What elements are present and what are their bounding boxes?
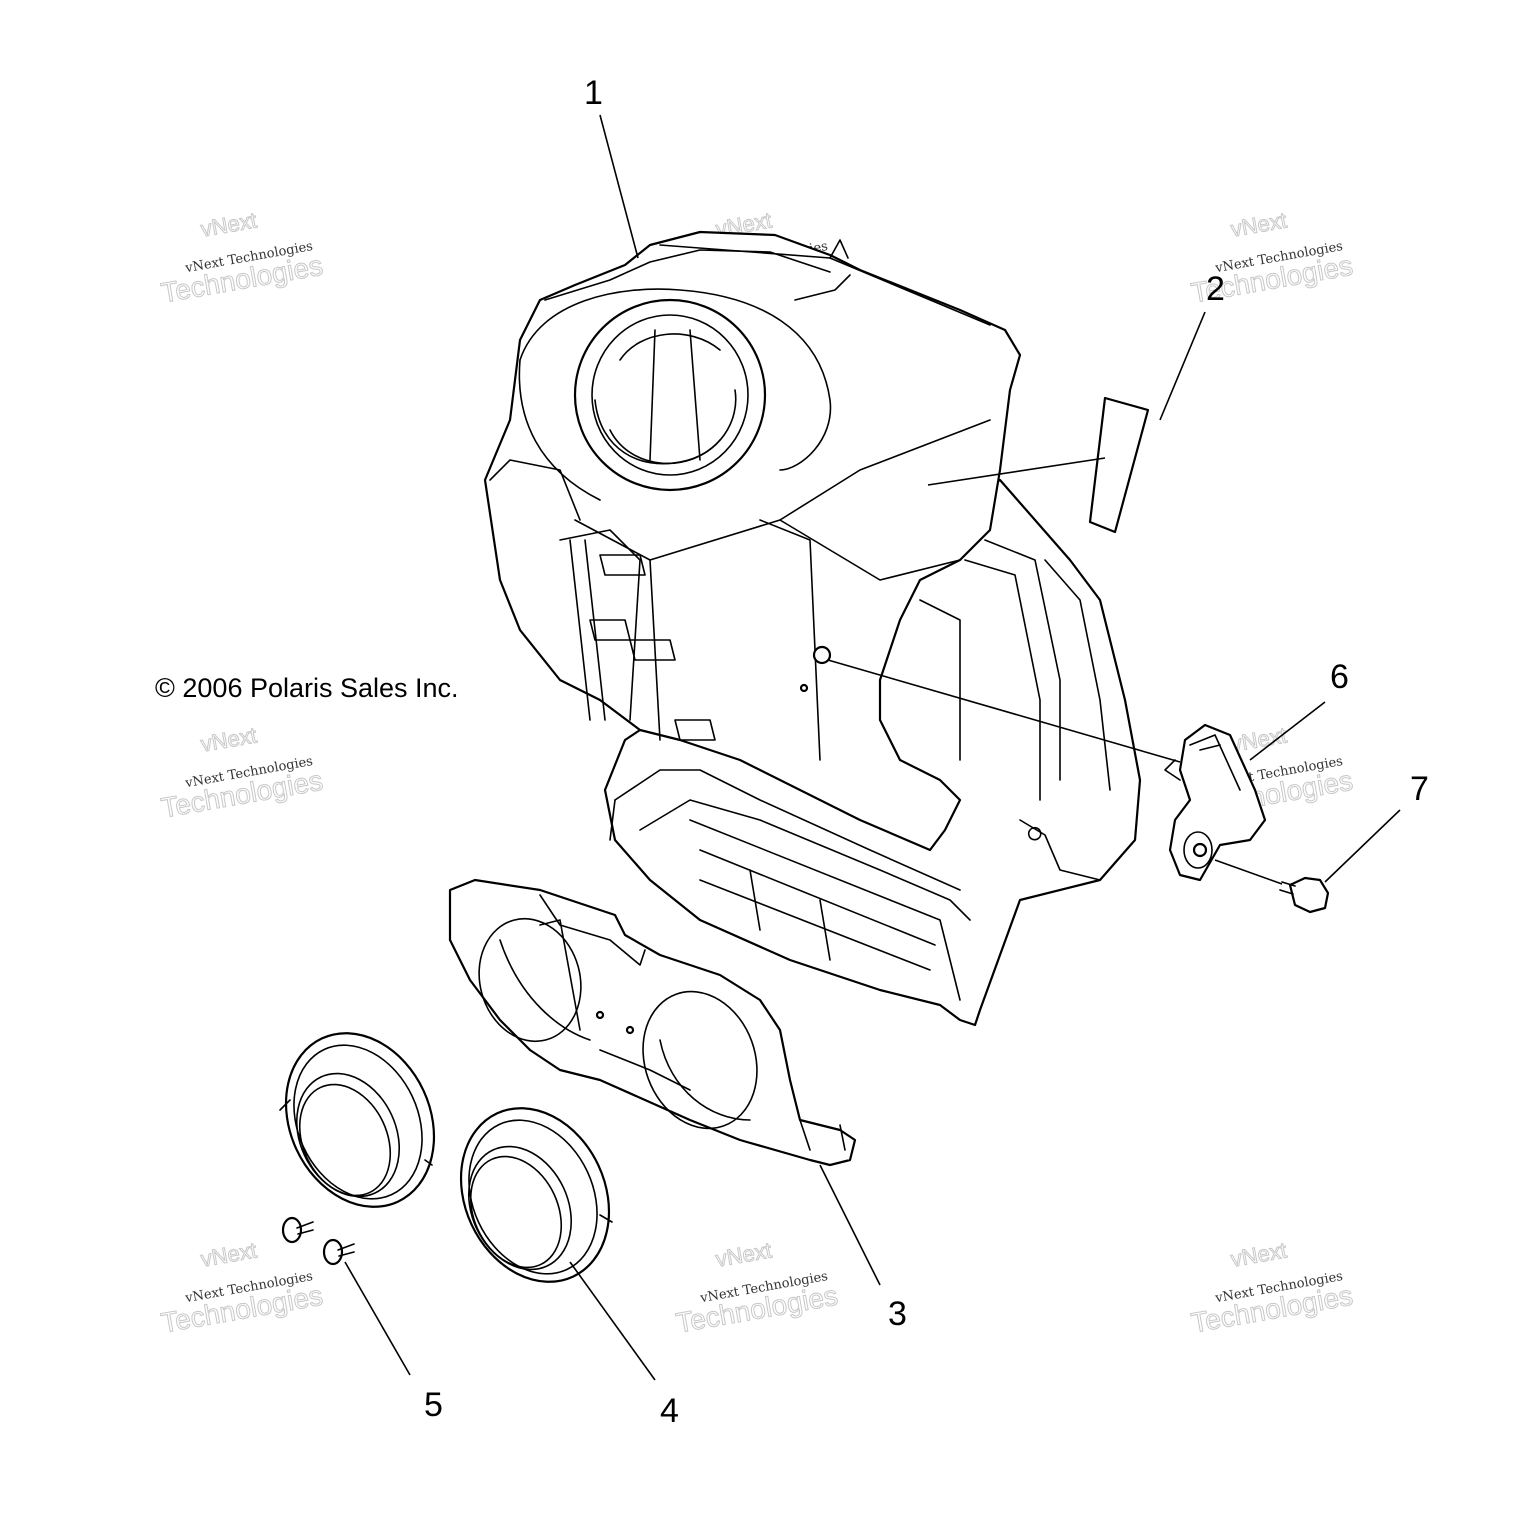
callout-1: 1: [584, 74, 603, 112]
leader-4: [569, 1261, 656, 1381]
callout-3: 3: [888, 1295, 907, 1333]
svg-text:vNext: vNext: [1229, 207, 1289, 241]
leader-6b: [827, 659, 1181, 763]
callout-7: 7: [1410, 770, 1429, 808]
leader-2b: [927, 457, 1106, 486]
leader-7b: [1214, 859, 1283, 885]
svg-text:vNext: vNext: [1229, 1237, 1289, 1271]
copyright-text: © 2006 Polaris Sales Inc.: [155, 673, 459, 703]
callout-2: 2: [1206, 270, 1225, 308]
push-rivet: [281, 1216, 314, 1244]
leader-3: [819, 1164, 881, 1286]
airbox: [483, 230, 1142, 1027]
watermark: vNext vNext Technologies Technologies: [158, 207, 325, 309]
callout-5: 5: [424, 1386, 443, 1424]
leader-2: [1159, 311, 1206, 421]
callout-labels: 1 2 3 4 5 6 7: [424, 74, 1429, 1430]
airbox-cover-plate: [448, 878, 857, 1167]
watermark: vNext vNext Technologies Technologies: [673, 1237, 840, 1339]
leader-5: [344, 1261, 411, 1376]
push-rivet: [322, 1238, 355, 1266]
leader-6: [1249, 701, 1326, 761]
screw: [1279, 876, 1330, 914]
leader-7: [1324, 809, 1401, 883]
svg-text:vNext: vNext: [199, 207, 259, 241]
svg-text:vNext: vNext: [199, 722, 259, 756]
sensor: [1164, 723, 1267, 882]
callout-4: 4: [660, 1392, 679, 1430]
intake-boot: [459, 1107, 613, 1283]
watermark: vNext vNext Technologies Technologies: [158, 1237, 325, 1339]
watermark: vNext vNext Technologies Technologies: [158, 722, 325, 824]
leader-1: [599, 114, 639, 259]
callout-6: 6: [1330, 658, 1349, 696]
svg-text:vNext: vNext: [714, 1237, 774, 1271]
svg-text:vNext: vNext: [199, 1237, 259, 1271]
intake-boot: [279, 1032, 436, 1208]
watermark: vNext vNext Technologies Technologies: [1188, 1237, 1355, 1339]
decal: [1088, 396, 1150, 534]
leader-lines: [344, 114, 1401, 1381]
